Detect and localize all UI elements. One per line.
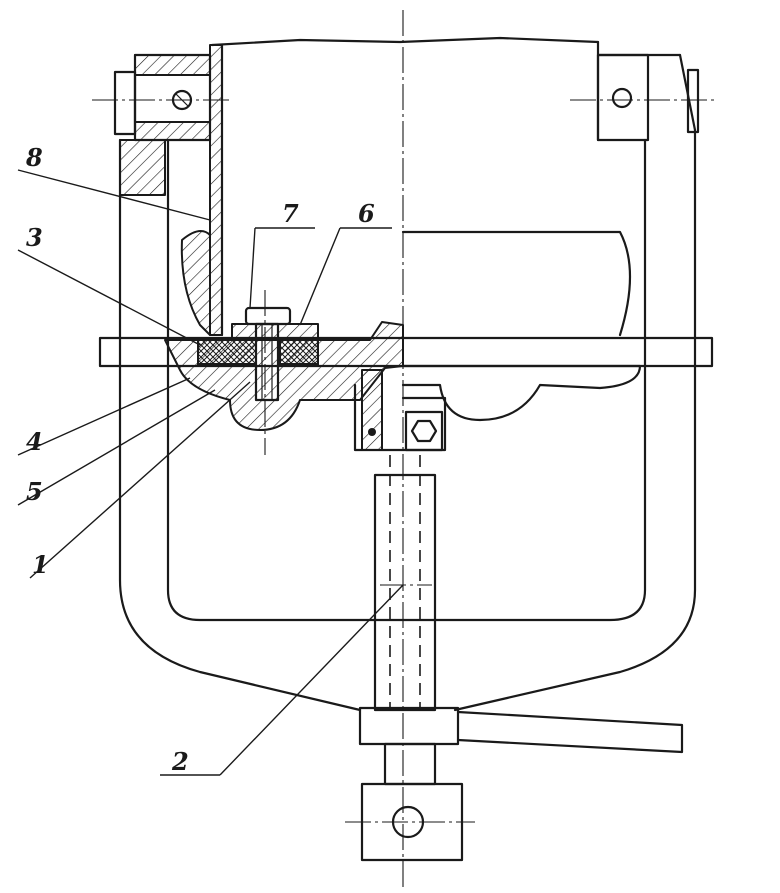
top-clamp-left — [113, 53, 212, 142]
outer-frame — [118, 53, 697, 712]
leader-2 — [219, 584, 404, 776]
label-3: 3 — [26, 223, 43, 252]
bracket-nut — [353, 369, 447, 452]
label-1: 1 — [32, 550, 49, 579]
leader-5 — [17, 389, 216, 506]
leader-1 — [29, 381, 251, 579]
label-5: 5 — [26, 477, 43, 506]
label-2: 2 — [171, 747, 189, 776]
label-7: 7 — [282, 199, 299, 228]
central-rod — [373, 455, 437, 712]
leader-6 — [299, 227, 341, 326]
tank-body — [209, 36, 632, 337]
bolt — [244, 306, 292, 402]
label-4: 4 — [26, 427, 43, 456]
label-6: 6 — [358, 199, 375, 228]
label-8: 8 — [25, 143, 43, 172]
leader-3 — [17, 249, 201, 346]
leader-7 — [249, 227, 256, 309]
leader-8 — [17, 169, 211, 221]
left-section — [180, 230, 211, 336]
part-labels: 8 3 7 6 4 5 1 2 — [25, 143, 375, 776]
bottom-coupling — [358, 706, 684, 862]
leader-4 — [17, 377, 191, 456]
leader-lines — [17, 169, 404, 776]
